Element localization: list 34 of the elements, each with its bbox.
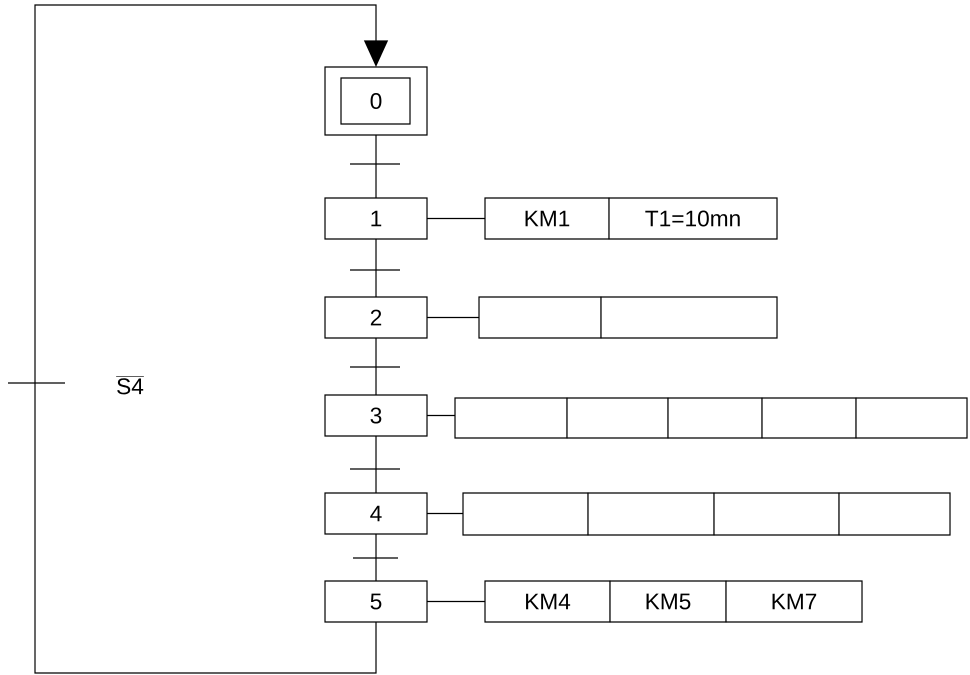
- step-box: 1: [324, 197, 428, 240]
- action-box: [600, 296, 778, 339]
- connector: [375, 534, 377, 581]
- action-box: [478, 296, 602, 339]
- connector: [427, 218, 485, 220]
- action-box: KM5: [609, 580, 727, 623]
- connector: [375, 239, 377, 297]
- step-box: 3: [324, 394, 428, 437]
- action-box: KM7: [725, 580, 863, 623]
- connector: [427, 512, 463, 514]
- connector: [427, 414, 455, 416]
- action-box: KM1: [484, 197, 610, 240]
- step-box: 4: [324, 492, 428, 535]
- action-box: [462, 492, 589, 536]
- action-box: KM4: [484, 580, 611, 623]
- step-box: 5: [324, 580, 428, 623]
- connector: [427, 600, 485, 602]
- connector: [427, 316, 479, 318]
- action-box: [838, 492, 951, 536]
- connector: [375, 135, 377, 198]
- action-box: [713, 492, 840, 536]
- connector: [375, 436, 377, 493]
- action-box: [587, 492, 715, 536]
- condition-label: S4: [116, 376, 144, 394]
- action-box: [454, 397, 568, 439]
- initial-step-box: 0: [324, 66, 428, 136]
- action-box: [761, 397, 857, 439]
- connector: [375, 338, 377, 395]
- action-box: [855, 397, 968, 439]
- action-box: [667, 397, 763, 439]
- action-box: T1=10mn: [608, 197, 778, 240]
- step-box: 2: [324, 296, 428, 339]
- action-box: [566, 397, 669, 439]
- arrow: [34, 4, 388, 674]
